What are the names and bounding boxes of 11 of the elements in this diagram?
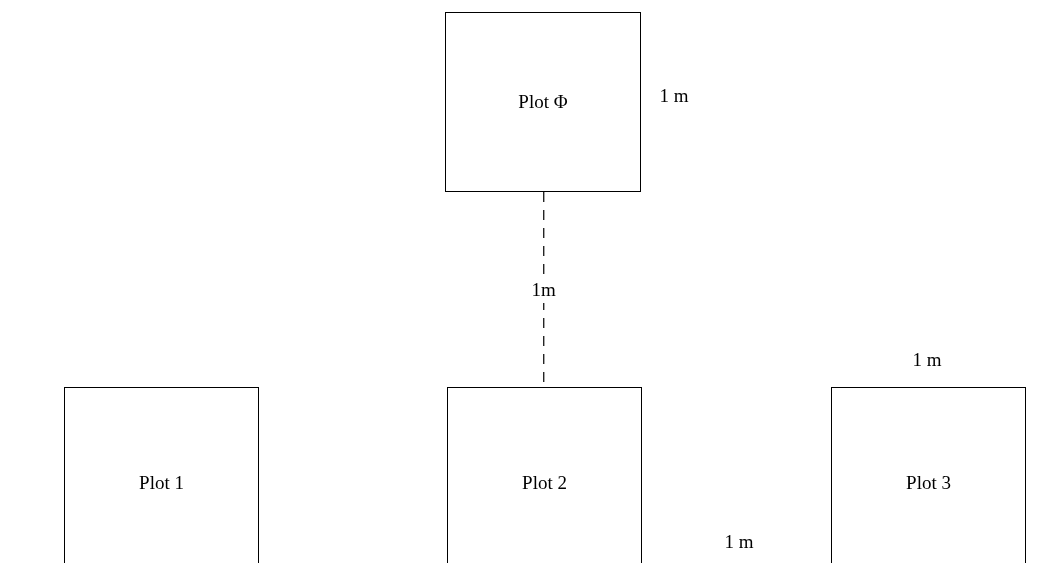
plot-label: Plot 1 (139, 472, 184, 494)
plot-box (64, 387, 259, 563)
dimension-label: 1 m (912, 349, 942, 371)
plot-label: Plot 3 (906, 472, 951, 494)
plot-box (831, 387, 1026, 563)
dimension-label: 1 m (659, 85, 689, 107)
dimension-label: 1 m (724, 531, 754, 553)
plot-box (445, 12, 641, 192)
plot-box (447, 387, 642, 563)
plot-label: Plot Φ (518, 91, 568, 113)
plot-label: Plot 2 (522, 472, 567, 494)
